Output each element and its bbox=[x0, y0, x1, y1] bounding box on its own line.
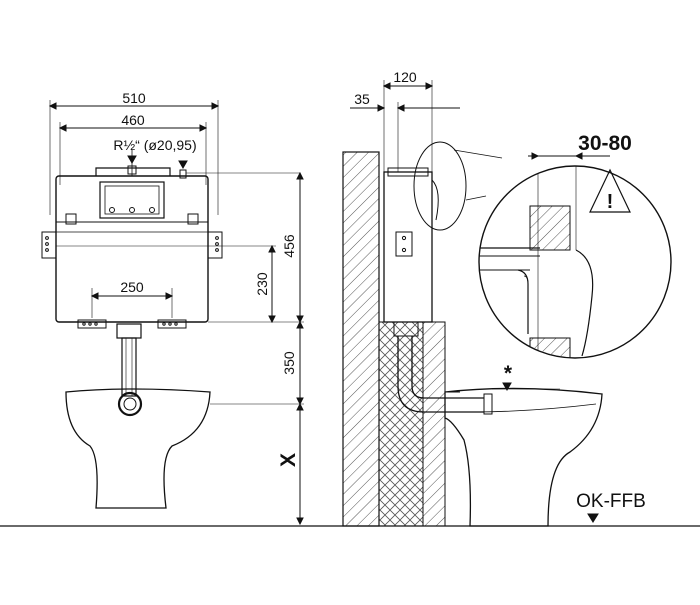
warning-triangle-icon bbox=[589, 168, 631, 213]
dim-460-label: 460 bbox=[121, 112, 145, 128]
cistern-body bbox=[55, 175, 209, 323]
dim-350-label: 350 bbox=[281, 351, 297, 375]
inlet-label: R½“ (ø20,95) bbox=[113, 137, 196, 153]
floor-marker bbox=[587, 513, 599, 523]
wall-cladding bbox=[378, 321, 424, 527]
cistern-side bbox=[383, 171, 433, 323]
dim-456-label: 456 bbox=[281, 234, 297, 258]
right-bracket bbox=[207, 231, 223, 259]
left-bracket bbox=[41, 231, 57, 259]
dim-510-label: 510 bbox=[122, 90, 146, 106]
front-view bbox=[0, 100, 700, 527]
dim-230-label: 230 bbox=[254, 272, 270, 296]
service-opening bbox=[99, 181, 165, 219]
warning-glyph: ! bbox=[607, 191, 614, 213]
detail-circle bbox=[478, 165, 672, 359]
dim-35-label: 35 bbox=[354, 91, 370, 107]
star-label: * bbox=[504, 362, 513, 385]
dim-x-label: X bbox=[277, 453, 300, 467]
inlet-marker bbox=[127, 155, 137, 165]
detail-callout bbox=[413, 141, 467, 231]
dim-120-label: 120 bbox=[393, 69, 417, 85]
dim-250-label: 250 bbox=[120, 279, 144, 295]
detail-view bbox=[478, 152, 672, 359]
floor-label: OK-FFB bbox=[576, 491, 646, 512]
side-view bbox=[342, 80, 603, 527]
detail-range-label: 30-80 bbox=[578, 132, 632, 155]
star-marker bbox=[502, 382, 512, 392]
side-bowl bbox=[444, 387, 603, 527]
wall bbox=[342, 151, 380, 527]
front-bowl bbox=[65, 388, 211, 509]
flush-pipe bbox=[121, 337, 137, 397]
